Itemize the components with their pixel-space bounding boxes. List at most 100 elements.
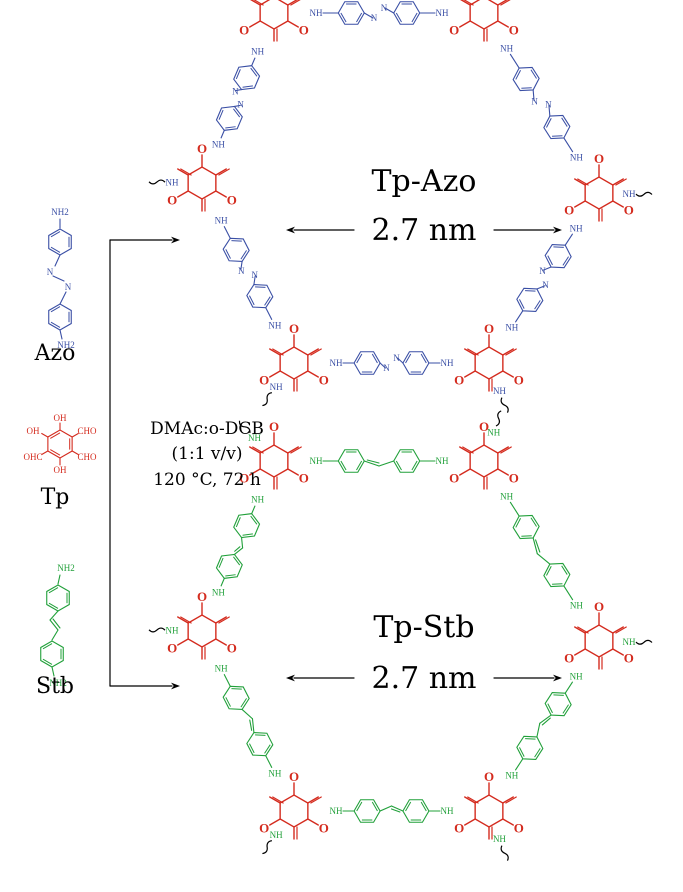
linker-amine: NH: [436, 8, 449, 18]
linker-amine: NH: [500, 43, 513, 53]
linker-benzene-ring: [516, 735, 544, 761]
linker-amine: NH: [570, 223, 583, 233]
oxygen-atom: O: [509, 471, 519, 486]
oxygen-atom: O: [514, 821, 524, 836]
oxygen-atom: O: [289, 321, 299, 336]
framework-structures: NHNHNNNHNHNNNHNHNNNHNHNNNHNHNNNHNHNNOOON…: [148, 0, 653, 861]
azo-label: Azo: [34, 341, 76, 366]
stb-benzene-ring-top: [46, 584, 70, 612]
tp-core-4: OOO: [259, 321, 329, 392]
terminal-amine: NH: [493, 386, 506, 396]
linker-amine: NH: [310, 456, 323, 466]
terminal-amine: NH: [270, 830, 283, 840]
reaction-arrow-top-head: [171, 236, 180, 244]
linker-benzene-ring: [222, 685, 250, 710]
wavy-bond: [262, 392, 273, 407]
azo-nitrogen: N: [238, 266, 245, 276]
tp-core-0: OOO: [239, 0, 309, 42]
linker-benzene-ring: [215, 553, 243, 579]
wavy-bond: [635, 639, 653, 645]
wavy-bond: [500, 845, 509, 861]
reaction-arrow-bottom-head: [171, 682, 180, 690]
linker-amine: NH: [330, 806, 343, 816]
condition-temp-time: 120 °C, 72 h: [153, 470, 261, 490]
azo-nitrogen: N: [381, 3, 388, 13]
azo-nitrogen: N: [545, 100, 552, 110]
azo-benzene-ring-top: [48, 228, 72, 256]
terminal-amine: NH: [493, 834, 506, 844]
tp-core-5: OOO: [167, 141, 237, 212]
tp-core-3: O O O: [454, 769, 524, 840]
oxygen-atom: O: [319, 821, 329, 836]
linker-amine: NH: [251, 47, 264, 57]
linker-benzene-ring: [543, 114, 571, 140]
oxygen-atom: O: [449, 23, 459, 38]
linker-benzene-ring: [337, 1, 365, 25]
oxygen-atom: O: [269, 419, 279, 434]
linker-benzene-ring: [393, 1, 421, 25]
oxygen-atom: O: [239, 471, 249, 486]
amine-top: NH2: [57, 563, 75, 573]
framework-azo: NHNHNNNHNHNNNHNHNNNHNHNNNHNHNNNHNHNNOOON…: [148, 0, 653, 413]
tp-core-3: OOO: [454, 321, 524, 392]
oxygen-atom: O: [454, 821, 464, 836]
tp-core-1: OOO: [449, 0, 519, 42]
oxygen-atom: O: [167, 193, 177, 208]
azo-nitrogen: N: [251, 270, 258, 280]
condition-solvent: DMAc:o-DCB: [150, 419, 264, 439]
oxygen-atom: O: [227, 641, 237, 656]
linker-benzene-ring: [353, 351, 381, 375]
amine-bottom: NH2: [57, 340, 75, 350]
oxygen-atom: O: [197, 589, 207, 604]
azo-nitrogen: N: [237, 100, 244, 110]
reaction-arrows: [109, 236, 180, 690]
terminal-amine: NH: [622, 189, 635, 199]
linker-benzene-ring: [544, 243, 572, 269]
amine-bottom: NH2: [49, 678, 67, 688]
oxygen-atom: O: [167, 641, 177, 656]
tp-substituent-0: OH: [54, 413, 67, 423]
tp-substituent-1: CHO: [77, 426, 97, 436]
pore-arrow-left-head: [286, 674, 295, 682]
wavy-bond: [495, 410, 502, 427]
linker-amine: NH: [310, 8, 323, 18]
linker-amine: NH: [570, 601, 583, 611]
pore-arrow-right-head: [553, 226, 562, 234]
linker-benzene-ring: [402, 799, 430, 823]
tp-core-2: OOO: [564, 151, 634, 222]
oxygen-atom: O: [479, 419, 489, 434]
oxygen-atom: O: [594, 599, 604, 614]
tp-core-1: OOO: [449, 419, 519, 490]
tp-substituent-3: OH: [54, 465, 67, 475]
wavy-bond: [262, 840, 273, 855]
azo-nitrogen: N: [393, 353, 400, 363]
linker-amine: NH: [212, 139, 225, 149]
azo-nitrogen: N: [232, 86, 239, 96]
tp-substituent-2: CHO: [77, 452, 97, 462]
azo-nitrogen: N: [539, 266, 546, 276]
oxygen-atom: O: [624, 651, 634, 666]
terminal-amine: NH: [487, 428, 500, 438]
oxygen-atom: O: [319, 373, 329, 388]
tp-core-0: O O O: [239, 419, 309, 490]
linker-benzene-ring: [246, 732, 274, 757]
amine-top: NH2: [51, 207, 69, 217]
linker-amine: NH: [441, 806, 454, 816]
pore-size-tp-stb: 2.7 nm: [371, 661, 476, 696]
oxygen-atom: O: [484, 321, 494, 336]
oxygen-atom: O: [299, 471, 309, 486]
oxygen-atom: O: [484, 769, 494, 784]
pore-arrow-left-head: [286, 226, 295, 234]
framework-name-tp-stb: Tp-Stb: [373, 610, 474, 645]
stb-benzene-ring-bottom: [40, 640, 64, 668]
